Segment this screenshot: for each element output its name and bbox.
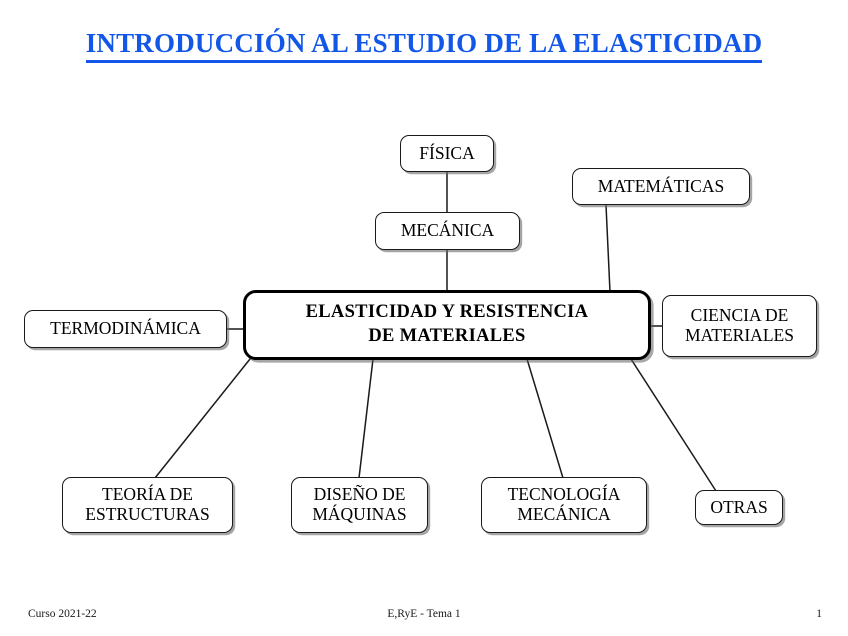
- node-teoria-de-estructuras[interactable]: TEORÍA DE ESTRUCTURAS: [62, 477, 233, 533]
- node-teoria-label: TEORÍA DE ESTRUCTURAS: [85, 484, 210, 524]
- node-mecanica[interactable]: MECÁNICA: [375, 212, 520, 250]
- node-diseno-de-maquinas[interactable]: DISEÑO DE MÁQUINAS: [291, 477, 428, 533]
- node-tecnologia-label: TECNOLOGÍA MECÁNICA: [507, 484, 621, 524]
- edge-matematicas-central: [605, 204, 611, 293]
- node-ciencia-de-materiales[interactable]: CIENCIA DE MATERIALES: [662, 295, 817, 357]
- node-diseno-label: DISEÑO DE MÁQUINAS: [312, 484, 407, 524]
- slide-footer: Curso 2021-22 E,RyE - Tema 1 1: [0, 608, 848, 630]
- node-ciencia-label: CIENCIA DE MATERIALES: [685, 305, 794, 345]
- node-central-elasticidad-y-resistencia-de-materiales[interactable]: ELASTICIDAD Y RESISTENCIA DE MATERIALES: [243, 290, 651, 360]
- node-tecnologia-mecanica[interactable]: TECNOLOGÍA MECÁNICA: [481, 477, 647, 533]
- footer-subject: E,RyE - Tema 1: [387, 608, 461, 620]
- edge-central-tecnologia: [526, 358, 564, 479]
- node-matematicas[interactable]: MATEMÁTICAS: [572, 168, 750, 205]
- page-title: INTRODUCCIÓN AL ESTUDIO DE LA ELASTICIDA…: [0, 28, 848, 63]
- node-termodinamica-label: TERMODINÁMICA: [50, 318, 201, 339]
- node-otras[interactable]: OTRAS: [695, 490, 783, 525]
- edge-central-otras: [630, 358, 717, 492]
- page-title-text: INTRODUCCIÓN AL ESTUDIO DE LA ELASTICIDA…: [85, 28, 763, 63]
- node-central-label: ELASTICIDAD Y RESISTENCIA DE MATERIALES: [305, 302, 589, 346]
- node-fisica[interactable]: FÍSICA: [400, 135, 494, 172]
- node-otras-label: OTRAS: [710, 496, 768, 517]
- node-fisica-label: FÍSICA: [419, 142, 475, 163]
- footer-course: Curso 2021-22: [28, 608, 97, 620]
- edge-central-diseno: [358, 358, 374, 479]
- edge-central-teoria: [154, 358, 251, 479]
- node-termodinamica[interactable]: TERMODINÁMICA: [24, 310, 227, 348]
- node-mecanica-label: MECÁNICA: [400, 220, 495, 241]
- footer-page-number: 1: [816, 608, 822, 620]
- node-matematicas-label: MATEMÁTICAS: [597, 175, 725, 196]
